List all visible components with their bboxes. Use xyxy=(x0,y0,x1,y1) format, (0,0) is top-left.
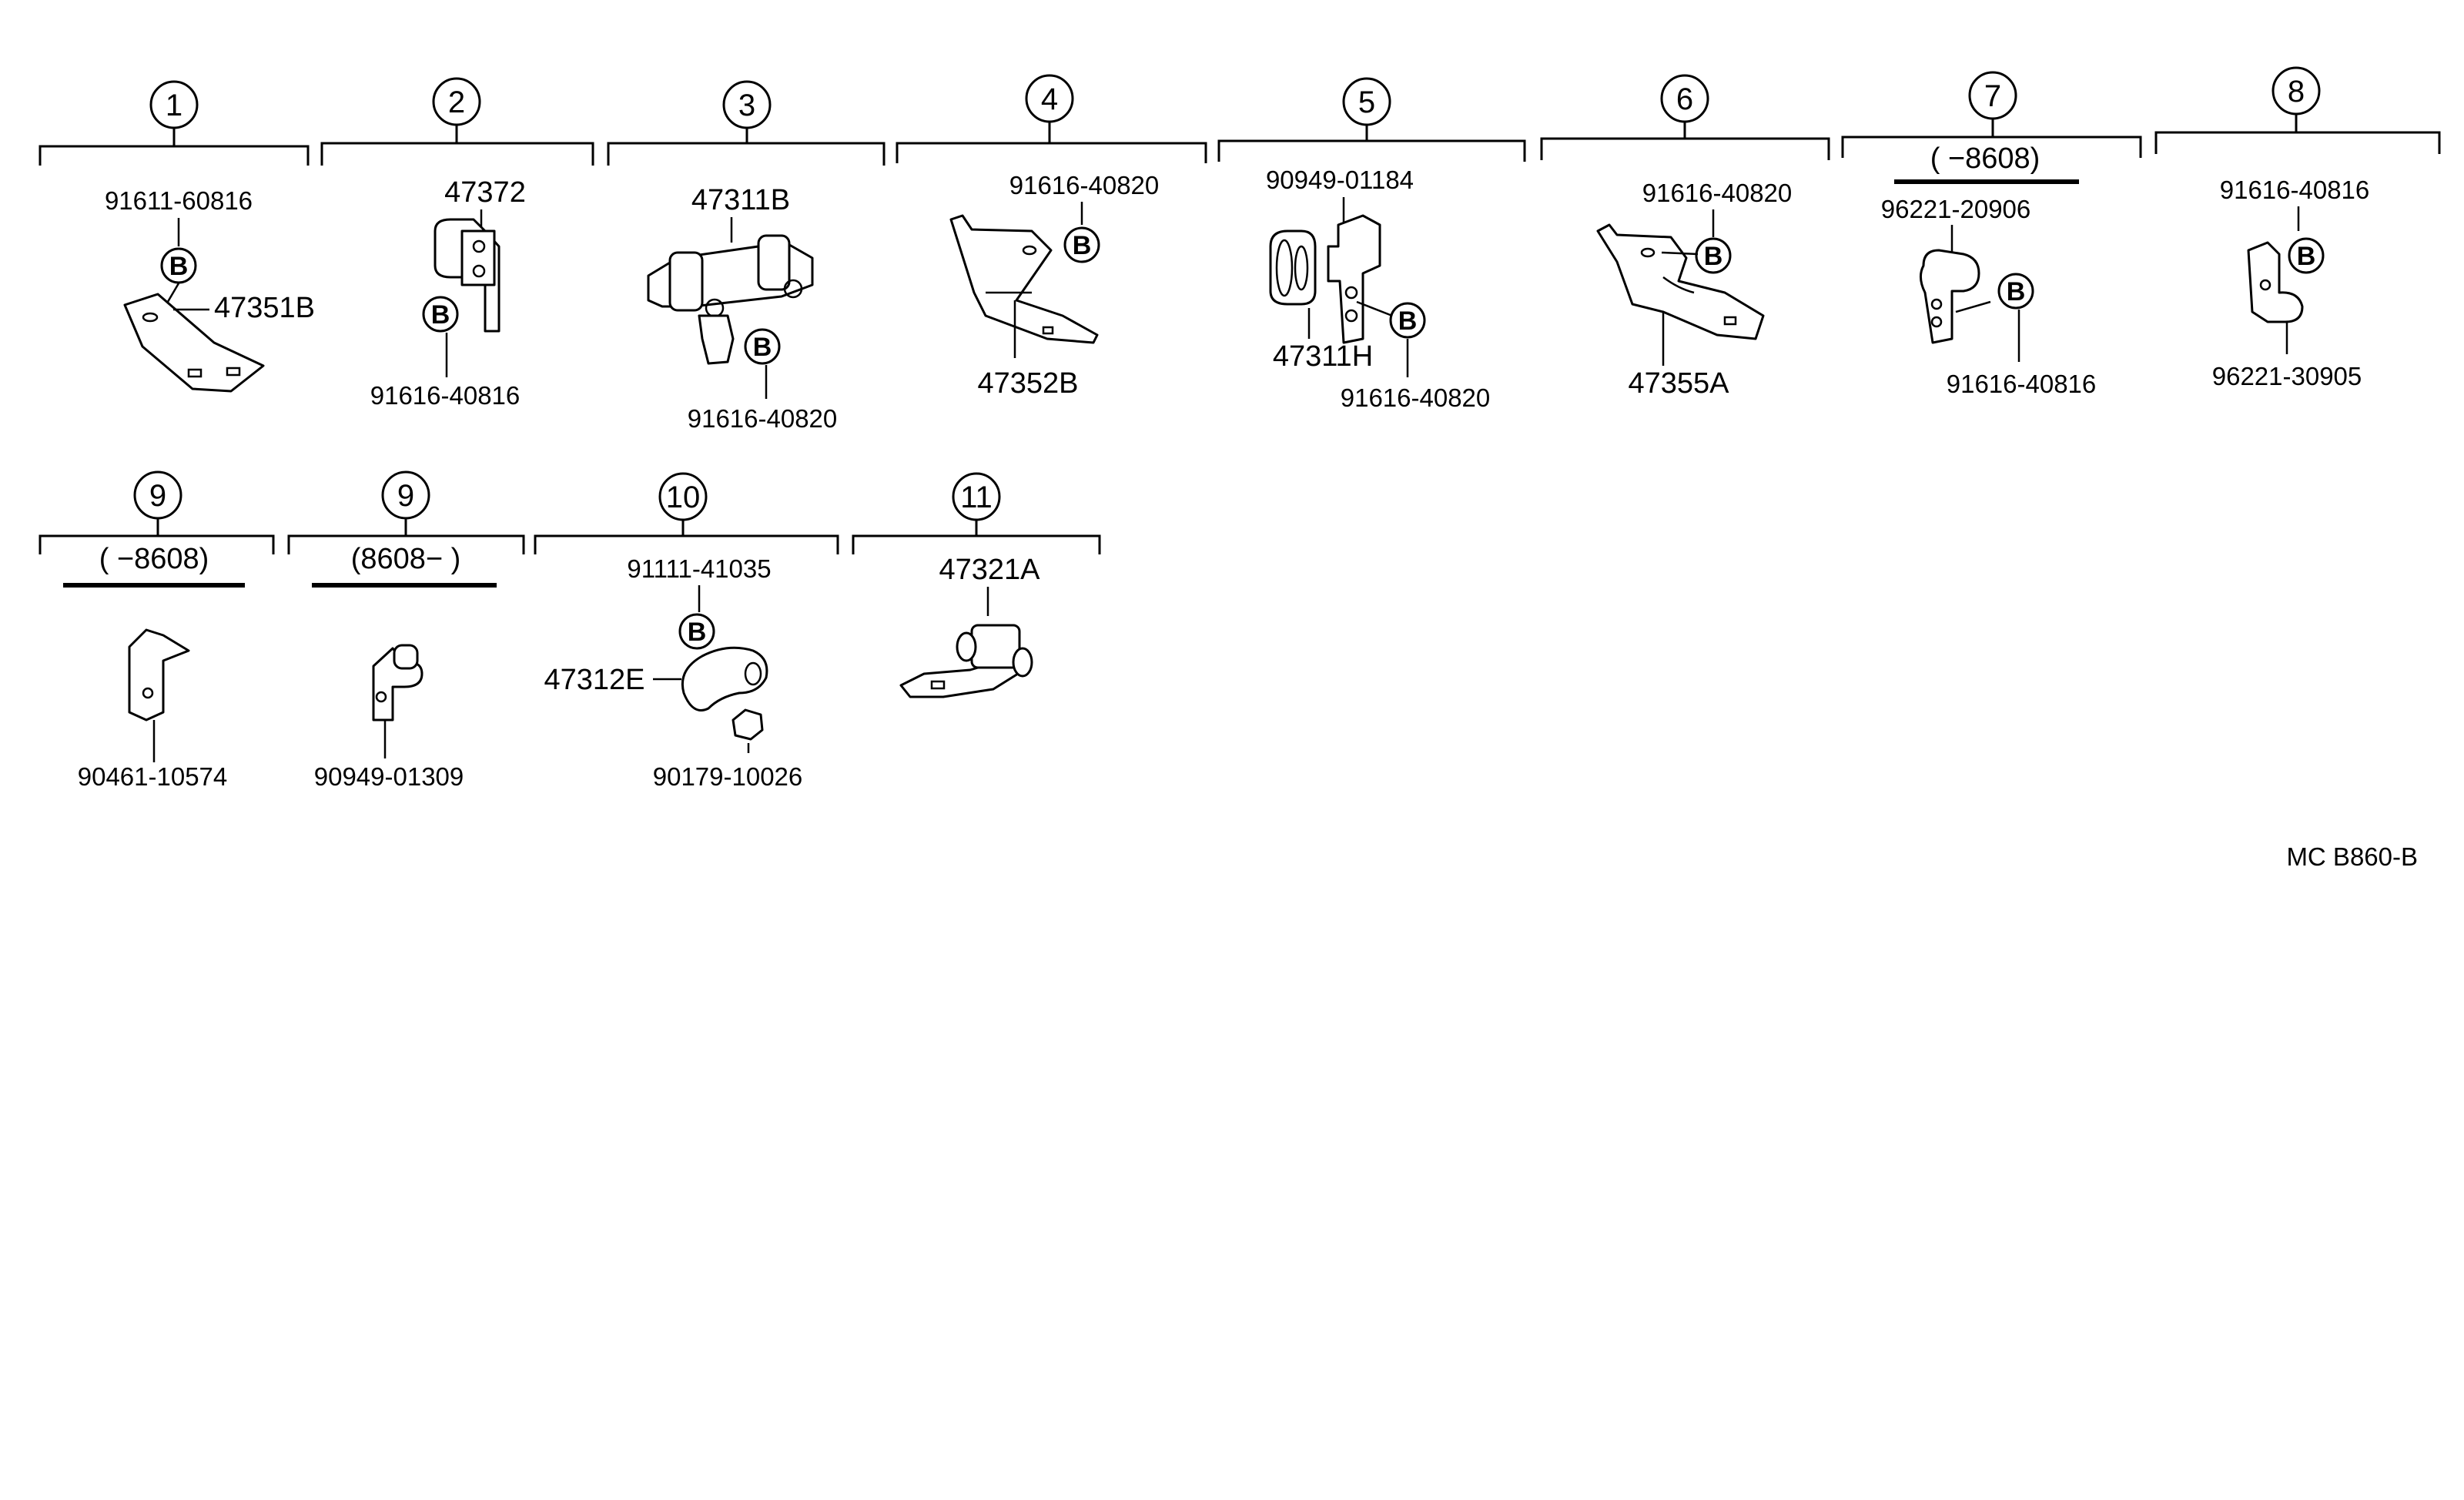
group-bracket xyxy=(534,520,839,554)
group-8: 8 91616-40816 B 96221-30905 xyxy=(2154,66,2441,390)
group-number: 7 xyxy=(1984,79,2001,113)
part-label: 91616-40820 xyxy=(688,404,838,433)
bolt-mark: B xyxy=(2007,277,2026,306)
group-bracket xyxy=(1217,125,1526,162)
group-bracket xyxy=(38,128,310,166)
group-10: 10 91111-41035 B 47312E 90179-10026 xyxy=(534,472,839,791)
part-label: 91611-60816 xyxy=(105,186,253,215)
bracket-part-icon xyxy=(123,293,265,393)
part-label: 91616-40816 xyxy=(2220,176,2370,204)
group-number: 11 xyxy=(960,480,993,514)
group-number: 6 xyxy=(1676,82,1693,116)
part-label: 47312E xyxy=(544,664,644,696)
group-number: 1 xyxy=(166,89,182,122)
group-number: 4 xyxy=(1041,82,1058,116)
group-2: 2 47372 B 91616-40816 xyxy=(320,77,594,410)
group-3: 3 47311B B 91616-40820 xyxy=(607,80,886,433)
circled-b-bolt-icon xyxy=(2288,237,2325,274)
part-label: 90949-01309 xyxy=(314,762,464,791)
part-label: 91616-40820 xyxy=(1341,383,1491,412)
circled-b-bolt-icon xyxy=(160,247,197,284)
part-label: 47311B xyxy=(691,184,790,216)
group-11: 11 47321A xyxy=(852,472,1101,698)
bolt-mark: B xyxy=(1398,306,1418,336)
part-label: 47311H xyxy=(1273,340,1373,373)
part-label: 47352B xyxy=(977,367,1078,400)
diagram-code: MC B860-B xyxy=(2286,842,2418,871)
part-label: 47355A xyxy=(1628,367,1729,400)
circled-b-bolt-icon xyxy=(1997,273,2034,310)
bracket-part-icon xyxy=(1596,223,1765,340)
group-bracket xyxy=(320,125,594,166)
date-range: ( −8608) xyxy=(1930,142,2040,175)
group-number: 9 xyxy=(397,479,414,513)
group-bracket xyxy=(38,518,275,554)
clip-part-icon xyxy=(128,628,190,722)
part-label: 47321A xyxy=(939,554,1040,586)
bolt-mark: B xyxy=(2297,242,2316,271)
group-bracket xyxy=(1841,119,2142,158)
group-number: 8 xyxy=(2288,75,2305,109)
group-7: 7 ( −8608) 96221-20906 B 91616-40816 xyxy=(1841,71,2142,398)
part-label: 96221-20906 xyxy=(1881,195,2031,223)
clamp-part-icon xyxy=(1920,249,1980,344)
part-label: 90949-01184 xyxy=(1266,166,1414,194)
date-range: ( −8608) xyxy=(99,543,209,575)
part-label: 91616-40820 xyxy=(1009,171,1160,199)
group-9-late: 9 (8608− ) 90949-01309 xyxy=(287,470,525,791)
group-bracket xyxy=(2154,114,2441,154)
bolt-mark: B xyxy=(753,333,772,362)
clamp-part-icon xyxy=(1327,214,1381,344)
date-range: (8608− ) xyxy=(351,543,461,575)
bolt-mark: B xyxy=(431,300,450,330)
group-number: 2 xyxy=(448,85,465,119)
bolt-mark: B xyxy=(169,252,189,281)
bolt-mark: B xyxy=(688,618,707,647)
group-bracket xyxy=(287,518,525,554)
group-bracket xyxy=(607,128,886,166)
circled-b-bolt-icon xyxy=(678,613,715,650)
group-bracket xyxy=(852,520,1101,554)
circled-b-bolt-icon xyxy=(744,328,781,365)
group-number: 10 xyxy=(666,480,701,514)
part-label: 47351B xyxy=(214,292,315,324)
clamp-part-icon xyxy=(2247,241,2304,323)
part-label: 91111-41035 xyxy=(627,554,771,583)
part-label: 47372 xyxy=(444,176,526,209)
part-label: 91616-40816 xyxy=(370,381,521,410)
part-label: 90179-10026 xyxy=(653,762,803,791)
circled-b-bolt-icon xyxy=(422,296,459,333)
part-label: 96221-30905 xyxy=(2212,362,2362,390)
part-label: 91616-40820 xyxy=(1642,179,1793,207)
group-number: 3 xyxy=(738,89,755,122)
circled-b-bolt-icon xyxy=(1063,226,1100,263)
group-5: 5 90949-01184 47311H B 91616-40820 xyxy=(1217,77,1526,412)
group-number: 9 xyxy=(149,479,166,513)
part-label: 90461-10574 xyxy=(78,762,228,791)
union-part-icon xyxy=(681,646,768,711)
circled-b-bolt-icon xyxy=(1695,237,1732,274)
circled-b-bolt-icon xyxy=(1389,302,1426,339)
group-number: 5 xyxy=(1358,85,1375,119)
group-bracket xyxy=(1540,122,1830,160)
bolt-mark: B xyxy=(1073,231,1092,260)
group-6: 6 91616-40820 B 47355A xyxy=(1540,74,1830,400)
group-bracket xyxy=(896,122,1207,163)
group-4: 4 91616-40820 B 47352B xyxy=(896,74,1207,400)
nut-part-icon xyxy=(732,708,764,741)
bolt-mark: B xyxy=(1704,242,1723,271)
group-1: 1 91611-60816 B 47351B xyxy=(38,80,315,393)
group-9-early: 9 ( −8608) 90461-10574 xyxy=(38,470,275,791)
bracket-part-icon xyxy=(949,214,1099,344)
part-label: 91616-40816 xyxy=(1947,370,2097,398)
